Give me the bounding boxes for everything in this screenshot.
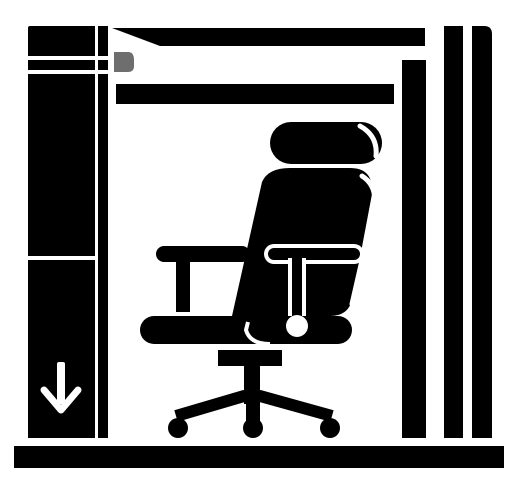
left-panel xyxy=(28,26,96,438)
office-chair-icon xyxy=(140,122,382,438)
shelf xyxy=(116,84,394,104)
left-post xyxy=(98,26,108,438)
down-arrow-icon xyxy=(40,362,82,414)
top-beam xyxy=(112,28,425,72)
gray-tag xyxy=(114,52,134,72)
right-post-inner xyxy=(402,60,426,438)
right-post-outer xyxy=(444,26,463,438)
right-wall xyxy=(472,26,492,438)
floor-bar xyxy=(14,446,504,468)
